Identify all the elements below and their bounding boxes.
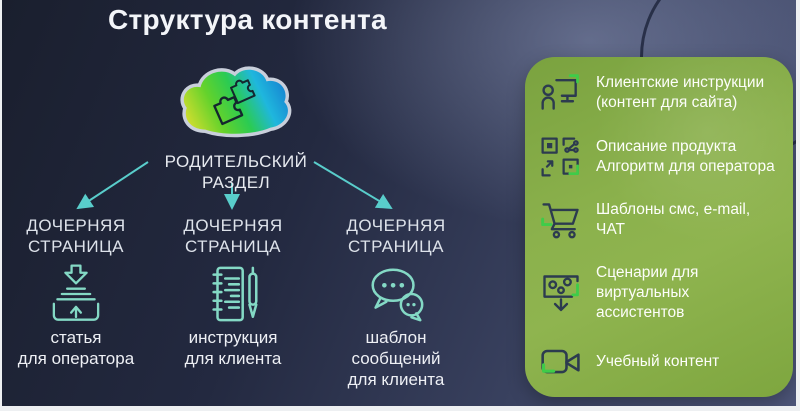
child-caption: шаблон сообщений для клиента bbox=[347, 328, 445, 389]
archive-tray-icon bbox=[2, 263, 152, 325]
panel-item-text: Шаблоны смс, e-mail, ЧАТ bbox=[596, 201, 751, 239]
panel-item-client-instructions: Клиентские инструкции (контент для сайта… bbox=[539, 71, 781, 115]
panel-item-product-description: Описание продукта Алгоритм для оператора bbox=[539, 136, 781, 178]
panel-item-text: Учебный контент bbox=[596, 353, 720, 371]
child-node-instruction: ДОЧЕРНЯЯ СТРАНИЦА инструкция для клиента bbox=[157, 216, 309, 370]
scenario-box-icon bbox=[539, 271, 583, 315]
notebook-pen-icon bbox=[157, 263, 309, 325]
panel-item-training: Учебный контент bbox=[539, 343, 781, 381]
content-types-panel: Клиентские инструкции (контент для сайта… bbox=[525, 57, 793, 397]
panel-item-scenarios: Сценарии для виртуальных ассистентов bbox=[539, 263, 781, 322]
panel-item-text: Сценарии для виртуальных ассистентов bbox=[596, 263, 699, 321]
video-camera-icon bbox=[539, 343, 583, 381]
panel-item-text: Описание продукта Алгоритм для оператора bbox=[596, 137, 775, 175]
chat-bubbles-icon bbox=[320, 263, 472, 325]
child-label: ДОЧЕРНЯЯ СТРАНИЦА bbox=[346, 216, 446, 256]
child-node-template: ДОЧЕРНЯЯ СТРАНИЦА шаблон сообщений для к… bbox=[320, 216, 472, 391]
child-caption: инструкция для клиента bbox=[184, 328, 282, 369]
child-node-article: ДОЧЕРНЯЯ СТРАНИЦА статья для оператора bbox=[2, 216, 152, 370]
operator-desk-icon bbox=[539, 71, 583, 115]
child-label: ДОЧЕРНЯЯ СТРАНИЦА bbox=[183, 216, 283, 256]
child-label: ДОЧЕРНЯЯ СТРАНИЦА bbox=[26, 216, 126, 256]
child-caption: статья для оператора bbox=[17, 328, 135, 369]
cloud-puzzle-icon bbox=[175, 60, 297, 146]
qr-code-icon bbox=[539, 136, 583, 178]
shopping-cart-icon bbox=[539, 198, 583, 242]
parent-label: РОДИТЕЛЬСКИЙ РАЗДЕЛ bbox=[164, 152, 308, 193]
parent-node: РОДИТЕЛЬСКИЙ РАЗДЕЛ bbox=[158, 60, 314, 194]
page-title: Структура контента bbox=[108, 4, 387, 35]
panel-item-text: Клиентские инструкции (контент для сайта… bbox=[596, 74, 765, 111]
panel-item-templates: Шаблоны смс, e-mail, ЧАТ bbox=[539, 198, 781, 242]
